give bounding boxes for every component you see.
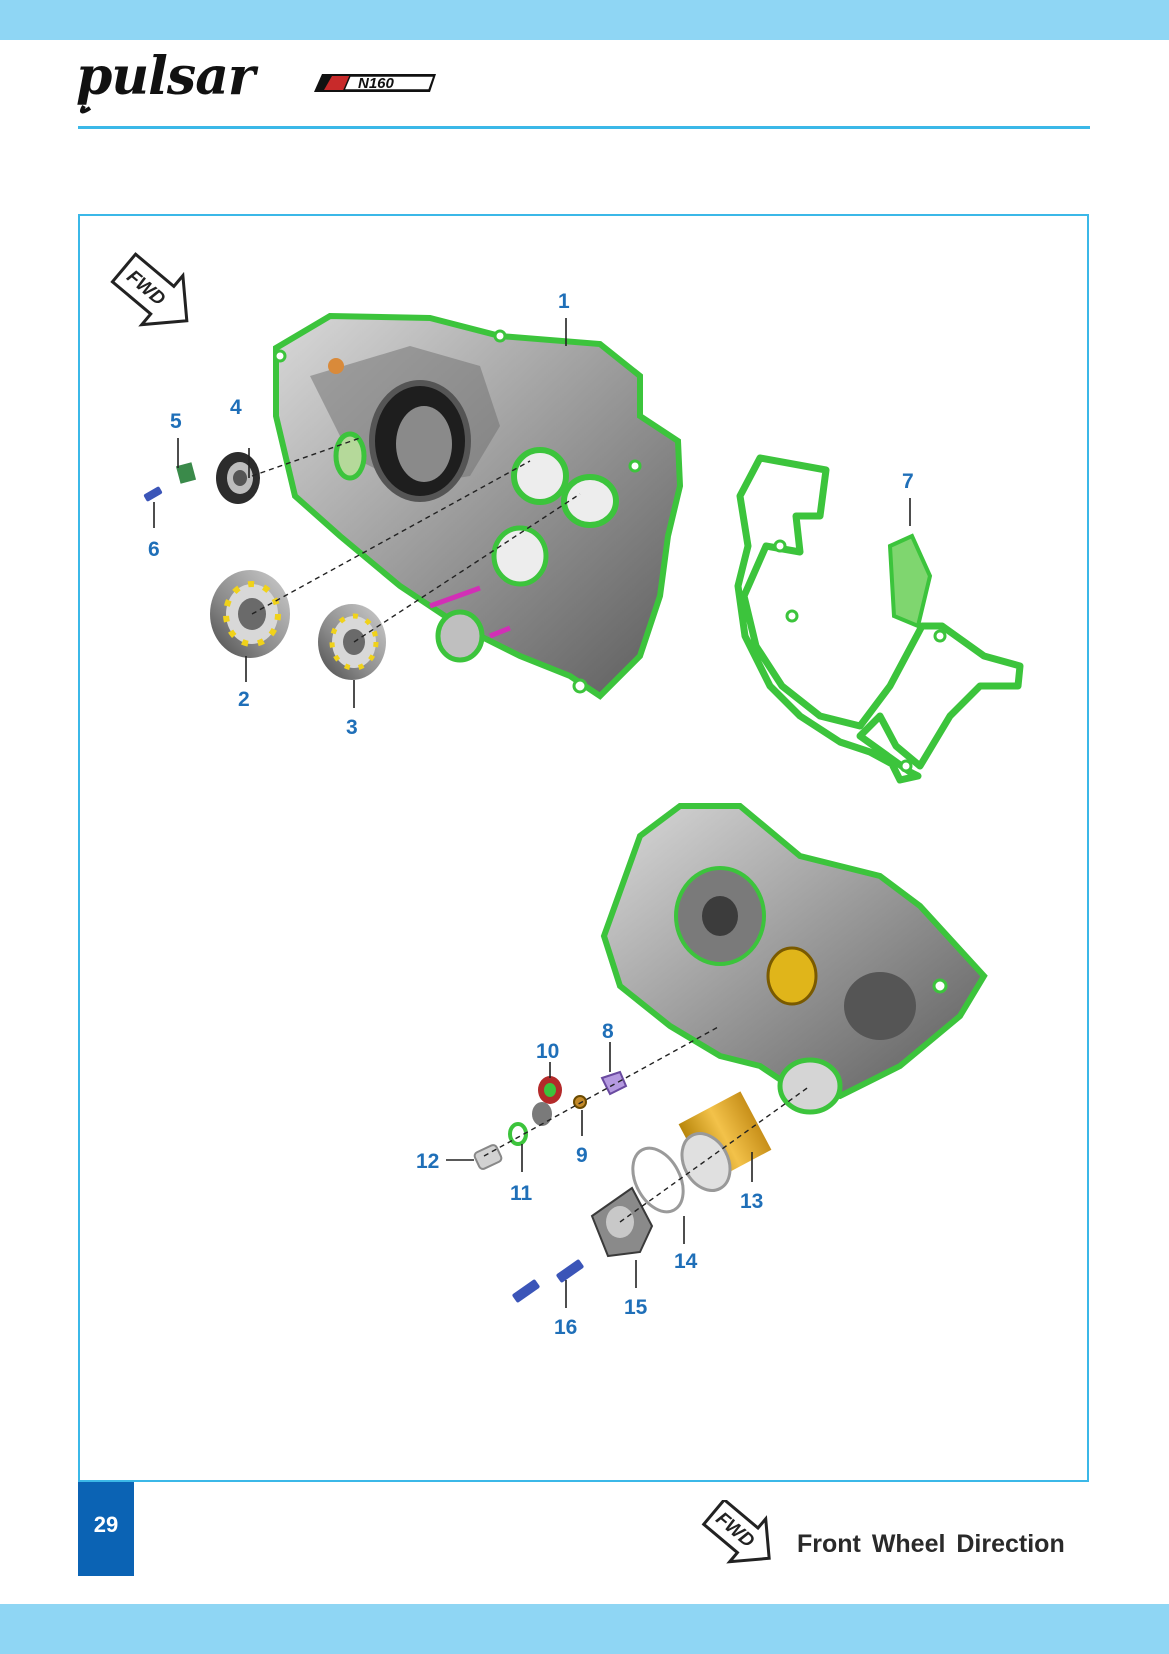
bottom-color-band (0, 1604, 1169, 1654)
exploded-diagram-frame: FWD (78, 214, 1089, 1482)
legend-fwd-arrow-icon: FWD (701, 1497, 771, 1564)
alignment-lines-lower (483, 1025, 811, 1223)
o-ring-14 (631, 1146, 685, 1214)
bearing-2 (210, 570, 290, 658)
callout-14: 14 (674, 1250, 698, 1273)
callout-3: 3 (346, 716, 358, 739)
alignment-lines-upper (251, 437, 581, 643)
small-plate-5 (175, 462, 197, 484)
exploded-diagram: FWD (110, 252, 1024, 1339)
page-number-text: 29 (93, 1512, 119, 1537)
bearing-4 (216, 452, 260, 504)
callout-2: 2 (238, 688, 250, 711)
filter-cover-15 (590, 1186, 654, 1258)
part-8 (600, 1070, 628, 1096)
o-ring-11 (508, 1122, 528, 1146)
logo-badge: N160 (314, 74, 436, 92)
left-crankcase (273, 312, 684, 700)
callout-6: 6 (148, 538, 160, 561)
washer-9 (573, 1095, 587, 1109)
logo-script: pulsar (76, 46, 259, 107)
header-rule (78, 126, 1090, 129)
gasket-7 (734, 454, 1024, 784)
seal-10 (532, 1076, 562, 1126)
callout-11: 11 (510, 1182, 533, 1205)
bolts-16 (512, 1259, 584, 1303)
callout-13: 13 (740, 1190, 763, 1213)
callout-9: 9 (576, 1144, 588, 1167)
callout-12: 12 (416, 1150, 439, 1173)
pulsar-logo: pulsar N160 (76, 46, 436, 114)
bearing-3 (318, 604, 386, 680)
plug-12 (473, 1144, 503, 1170)
oil-filter-13 (678, 1091, 772, 1192)
front-wheel-direction-legend: FWD Front Wheel Direction (700, 1497, 1100, 1580)
callout-4: 4 (230, 396, 242, 419)
page-number: 29 (78, 1482, 134, 1576)
callout-1: 1 (558, 290, 570, 313)
leader-lines (153, 318, 911, 1308)
callout-5: 5 (170, 410, 182, 433)
right-crankcase (600, 803, 988, 1115)
callout-7: 7 (902, 470, 914, 493)
callout-16: 16 (554, 1316, 577, 1339)
bolt-6 (143, 486, 163, 502)
legend-text: Front Wheel Direction (797, 1530, 1065, 1558)
callout-10: 10 (536, 1040, 559, 1063)
top-color-band (0, 0, 1169, 40)
callout-15: 15 (624, 1296, 648, 1319)
logo-badge-text: N160 (358, 75, 395, 92)
callout-8: 8 (602, 1020, 614, 1043)
fwd-arrow-icon: FWD (110, 252, 189, 327)
